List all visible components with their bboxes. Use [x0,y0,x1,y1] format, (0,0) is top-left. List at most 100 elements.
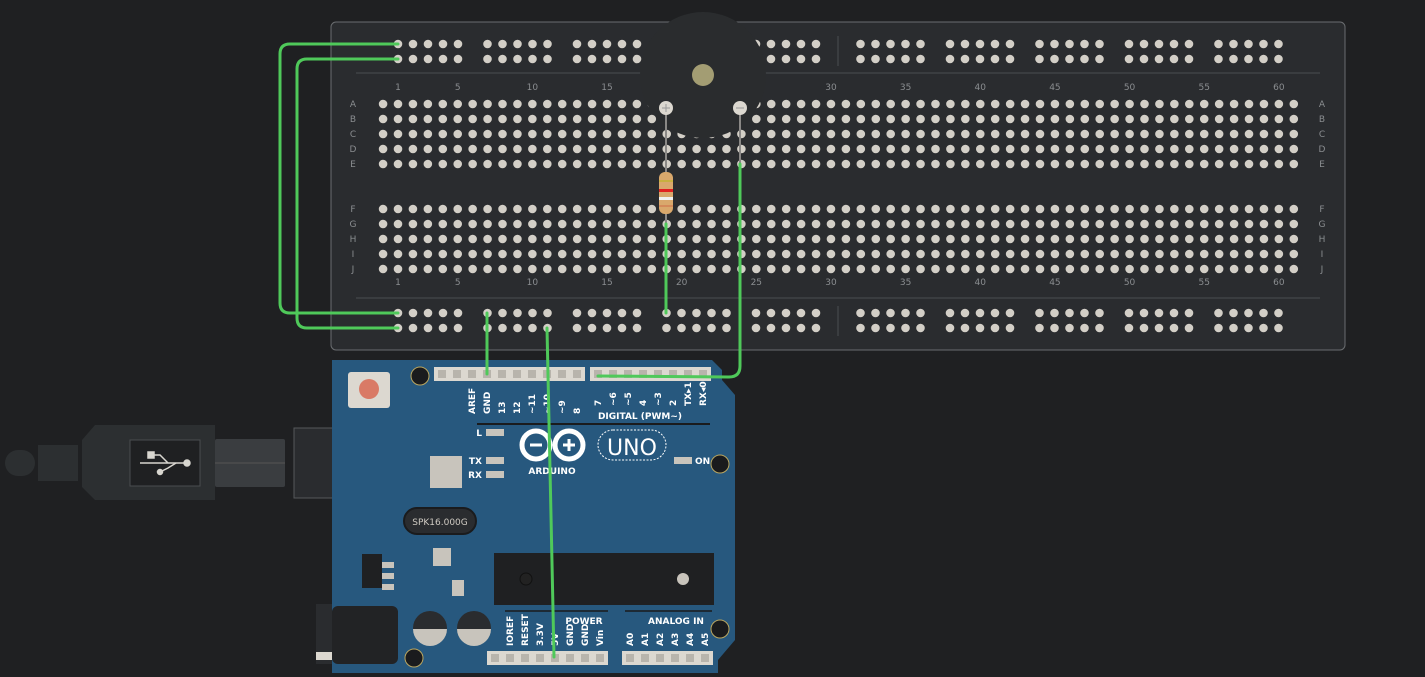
breadboard-hole[interactable] [528,144,537,154]
breadboard-hole[interactable] [468,114,477,124]
breadboard-hole[interactable] [826,99,836,109]
breadboard-hole[interactable] [1095,129,1105,139]
breadboard-hole[interactable] [483,159,492,169]
rail-hole[interactable] [990,323,1000,333]
breadboard-hole[interactable] [1274,159,1284,169]
breadboard-hole[interactable] [886,234,895,244]
rail-hole[interactable] [1050,39,1059,49]
breadboard-hole[interactable] [916,144,925,154]
rail-hole[interactable] [483,54,492,64]
rail-hole[interactable] [751,308,761,318]
rail-hole[interactable] [587,323,597,333]
resistor[interactable] [659,164,673,224]
breadboard-hole[interactable] [513,159,522,169]
breadboard-hole[interactable] [543,264,552,274]
breadboard-hole[interactable] [1065,219,1075,229]
breadboard-hole[interactable] [1170,264,1179,274]
breadboard-hole[interactable] [1080,204,1090,214]
breadboard-hole[interactable] [886,144,895,154]
breadboard-hole[interactable] [677,144,686,154]
rail-hole[interactable] [1095,54,1104,64]
breadboard-hole[interactable] [796,114,806,124]
rail-hole[interactable] [1080,39,1089,49]
breadboard-hole[interactable] [916,234,925,244]
rail-hole[interactable] [1184,323,1194,333]
breadboard-hole[interactable] [1050,234,1060,244]
breadboard-hole[interactable] [557,99,567,109]
rail-hole[interactable] [1050,308,1059,318]
breadboard-hole[interactable] [1065,114,1075,124]
rail-hole[interactable] [1139,39,1149,49]
breadboard-hole[interactable] [438,159,448,169]
rail-hole[interactable] [1244,323,1253,333]
header-pin[interactable] [624,370,632,378]
breadboard-hole[interactable] [1259,264,1269,274]
breadboard-hole[interactable] [781,264,791,274]
breadboard-hole[interactable] [707,159,716,169]
breadboard-hole[interactable] [796,249,806,259]
breadboard-hole[interactable] [946,99,955,109]
breadboard-hole[interactable] [393,264,403,274]
rail-hole[interactable] [498,323,507,333]
breadboard-hole[interactable] [781,234,791,244]
rail-hole[interactable] [1274,39,1283,49]
breadboard-hole[interactable] [468,129,477,139]
breadboard-hole[interactable] [1050,219,1060,229]
breadboard-hole[interactable] [408,129,418,139]
breadboard-hole[interactable] [1155,249,1164,259]
breadboard-hole[interactable] [647,159,657,169]
breadboard-hole[interactable] [572,144,582,154]
breadboard-hole[interactable] [453,249,463,259]
breadboard-hole[interactable] [1170,234,1179,244]
rail-hole[interactable] [1080,54,1089,64]
breadboard-hole[interactable] [1125,249,1134,259]
breadboard-hole[interactable] [990,219,1000,229]
breadboard-hole[interactable] [722,249,731,259]
breadboard-hole[interactable] [677,264,686,274]
breadboard-hole[interactable] [617,129,627,139]
breadboard-hole[interactable] [737,144,746,154]
breadboard-hole[interactable] [1184,144,1194,154]
rail-hole[interactable] [1005,308,1015,318]
breadboard-hole[interactable] [1274,144,1284,154]
breadboard-hole[interactable] [886,264,895,274]
breadboard-hole[interactable] [632,159,642,169]
breadboard-hole[interactable] [692,204,701,214]
breadboard-hole[interactable] [1065,204,1075,214]
rail-hole[interactable] [498,39,507,49]
breadboard-hole[interactable] [916,204,925,214]
breadboard-hole[interactable] [871,249,881,259]
breadboard-hole[interactable] [1244,234,1254,244]
rail-hole[interactable] [1139,308,1149,318]
rail-hole[interactable] [975,39,985,49]
rail-hole[interactable] [1050,323,1059,333]
breadboard-hole[interactable] [1274,234,1284,244]
breadboard-hole[interactable] [901,144,910,154]
breadboard-hole[interactable] [528,114,537,124]
breadboard-hole[interactable] [1065,159,1075,169]
breadboard-hole[interactable] [483,129,492,139]
breadboard-hole[interactable] [1170,249,1179,259]
rail-hole[interactable] [990,54,1000,64]
rail-hole[interactable] [572,39,582,49]
breadboard-hole[interactable] [468,219,477,229]
breadboard-hole[interactable] [1005,219,1015,229]
breadboard-hole[interactable] [931,129,940,139]
breadboard-hole[interactable] [1110,99,1119,109]
breadboard-hole[interactable] [453,114,463,124]
rail-hole[interactable] [796,39,806,49]
breadboard-hole[interactable] [423,99,433,109]
breadboard-hole[interactable] [1170,219,1179,229]
header-pin[interactable] [491,654,499,662]
breadboard-hole[interactable] [543,234,552,244]
breadboard-hole[interactable] [1110,249,1119,259]
breadboard-hole[interactable] [766,114,776,124]
breadboard-hole[interactable] [1125,144,1134,154]
breadboard-hole[interactable] [572,114,582,124]
breadboard-hole[interactable] [1244,204,1254,214]
header-pin[interactable] [536,654,544,662]
breadboard-hole[interactable] [617,264,627,274]
rail-hole[interactable] [1050,54,1059,64]
rail-hole[interactable] [871,323,880,333]
rail-hole[interactable] [916,54,925,64]
